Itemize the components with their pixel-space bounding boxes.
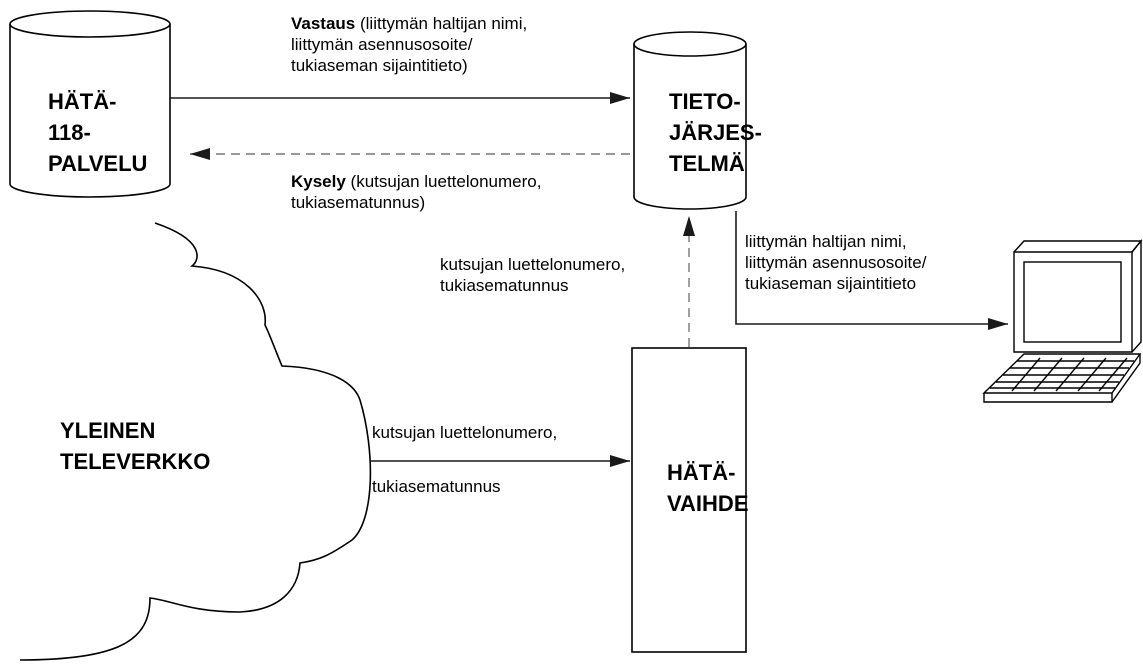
- televerkko-line-2: TELEVERKKO: [60, 449, 211, 474]
- kysely-line-1: Kysely (kutsujan luettelonumero,: [291, 171, 541, 192]
- vastaus-keyword: Vastaus: [291, 14, 356, 33]
- hata-palvelu-cylinder: [9, 10, 171, 198]
- verkko-to-vaihde-label-2: tukiasematunnus: [372, 477, 501, 496]
- tieto-to-terminal-label: liittymän haltijan nimi, liittymän asenn…: [745, 231, 926, 294]
- kysely-label: Kysely (kutsujan luettelonumero, tukiase…: [291, 171, 541, 213]
- tieto-to-terminal-line-3: tukiaseman sijaintitieto: [745, 274, 917, 293]
- vastaus-line-3: tukiaseman sijaintitieto): [291, 56, 468, 75]
- kysely-line-2: tukiasematunnus): [291, 193, 426, 212]
- tieto-to-terminal-line-1: liittymän haltijan nimi,: [745, 232, 907, 251]
- televerkko-line-1: YLEINEN: [60, 418, 156, 443]
- tieto-to-terminal-arrow: [735, 211, 1008, 330]
- tieto-to-terminal-line-2: liittymän asennusosoite/: [745, 253, 927, 272]
- computer-terminal-icon: [982, 239, 1143, 403]
- hata-palvelu-line-3: PALVELU: [48, 151, 148, 176]
- vaihde-to-tieto-line-1: kutsujan luettelonumero,: [440, 255, 626, 274]
- tietojarjestelma-line-3: TELMÄ: [669, 151, 745, 176]
- vaihde-to-tieto-line-2: tukiasematunnus: [440, 276, 569, 295]
- tietojarjestelma-line-1: TIETO-: [669, 89, 741, 114]
- televerkko-cloud: [19, 222, 372, 661]
- hatavaihde-box: [631, 347, 747, 653]
- hatavaihde-label: HÄTÄ- VAIHDE: [667, 457, 749, 519]
- tietojarjestelma-line-2: JÄRJES-: [669, 120, 762, 145]
- tietojarjestelma-cylinder: [633, 31, 747, 210]
- televerkko-label: YLEINEN TELEVERKKO: [60, 415, 210, 477]
- kysely-keyword: Kysely: [291, 172, 346, 191]
- verkko-to-vaihde-label-1: kutsujan luettelonumero,: [372, 423, 558, 442]
- vastaus-label: Vastaus (liittymän haltijan nimi, liitty…: [291, 13, 527, 76]
- hatavaihde-line-1: HÄTÄ-: [667, 460, 736, 485]
- hata-palvelu-label: HÄTÄ- 118- PALVELU: [48, 86, 147, 179]
- kysely-line-1-rest: (kutsujan luettelonumero,: [345, 172, 542, 191]
- vastaus-line-2: liittymän asennusosoite/: [291, 35, 473, 54]
- vastaus-line-1-rest: (liittymän haltijan nimi,: [355, 14, 528, 33]
- vastaus-line-1: Vastaus (liittymän haltijan nimi,: [291, 13, 527, 34]
- tietojarjestelma-label: TIETO- JÄRJES- TELMÄ: [669, 86, 762, 179]
- hatavaihde-line-2: VAIHDE: [667, 491, 749, 516]
- hata-palvelu-line-1: HÄTÄ-: [48, 89, 117, 114]
- vaihde-to-tieto-label: kutsujan luettelonumero, tukiasematunnus: [440, 254, 625, 296]
- hata-palvelu-line-2: 118-: [48, 120, 91, 145]
